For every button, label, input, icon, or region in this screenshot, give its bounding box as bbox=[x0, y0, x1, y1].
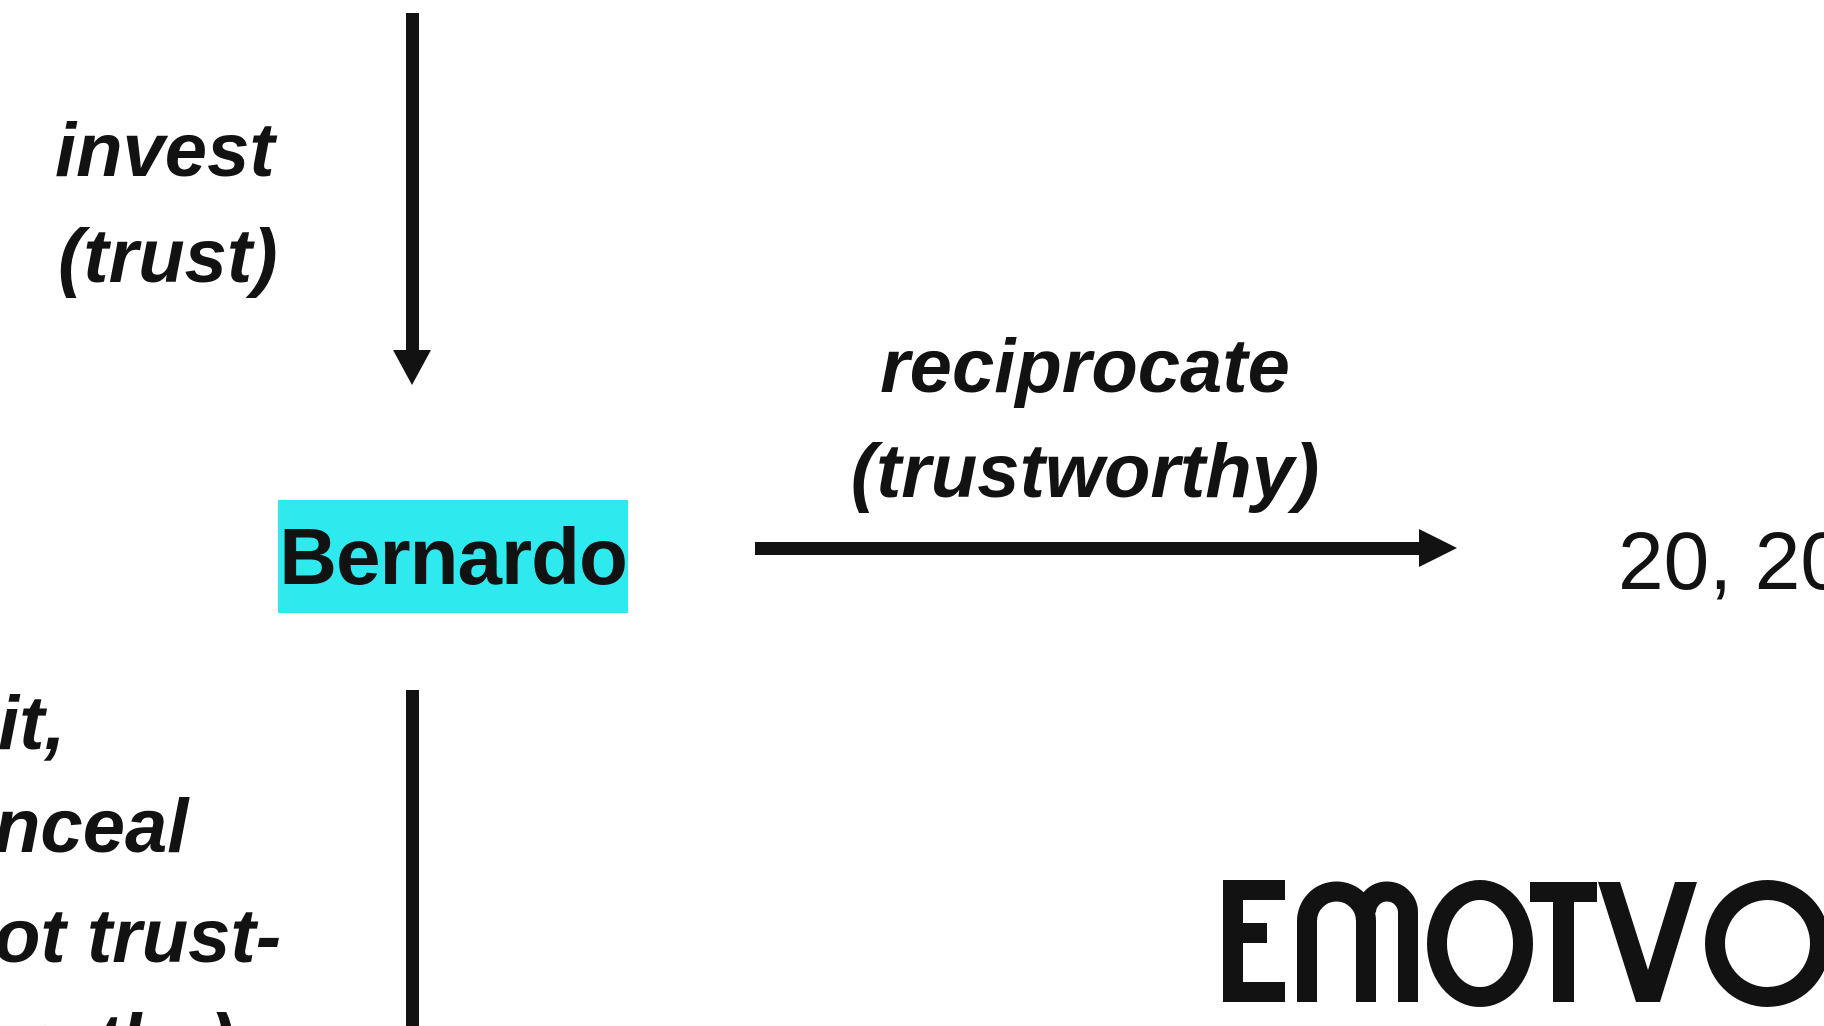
reciprocate-arrow-shaft bbox=[755, 542, 1419, 555]
not-trustworthy-label-line1: it, bbox=[0, 681, 66, 766]
emotvo-wordmark: EMOTVO bbox=[1216, 876, 1824, 1010]
not-trustworthy-arrow-shaft bbox=[406, 690, 419, 1026]
not-trustworthy-label-line4: worthy) bbox=[0, 1004, 234, 1026]
reciprocate-label-line1: reciprocate bbox=[880, 324, 1290, 409]
not-trustworthy-label-line3: ot trust- bbox=[0, 894, 282, 979]
invest-label-line1: invest bbox=[55, 108, 275, 193]
invest-arrow-shaft bbox=[406, 13, 419, 352]
reciprocate-arrow-head-icon bbox=[1419, 529, 1457, 567]
bernardo-node: Bernardo bbox=[278, 500, 628, 613]
bernardo-node-label: Bernardo bbox=[279, 511, 628, 601]
invest-label-line2: (trust) bbox=[58, 214, 278, 299]
payoff-value: 20, 20 bbox=[1618, 516, 1824, 607]
reciprocate-label-line2: (trustworthy) bbox=[850, 429, 1320, 514]
invest-arrow-head-icon bbox=[393, 350, 431, 385]
not-trustworthy-label-line2: nceal bbox=[0, 784, 189, 869]
emotvo-wordmark-svg bbox=[1223, 880, 1824, 1007]
